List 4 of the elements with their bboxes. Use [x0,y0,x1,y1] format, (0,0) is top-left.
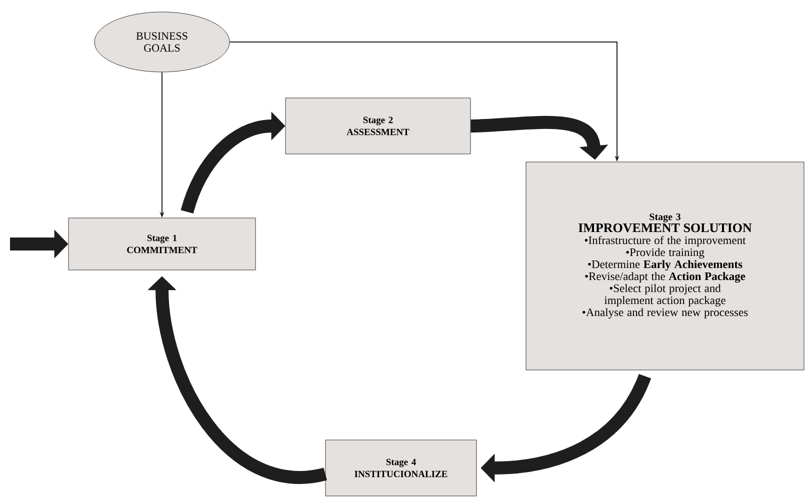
stage-box: Stage 4 INSTITUCIONALIZE [325,440,477,496]
stage-box: Stage 3 IMPROVEMENT SOLUTION •Infrastructure of the improvement •Provide training •Determine Early Achievements •Revise/adapt the Action Package •Select pilot project and implement action package •Analyse and review new processes [526,162,804,370]
stage-box: Stage 2 ASSESSMENT [285,98,471,154]
stage-box: Stage 1 COMMITMENT [68,218,256,270]
